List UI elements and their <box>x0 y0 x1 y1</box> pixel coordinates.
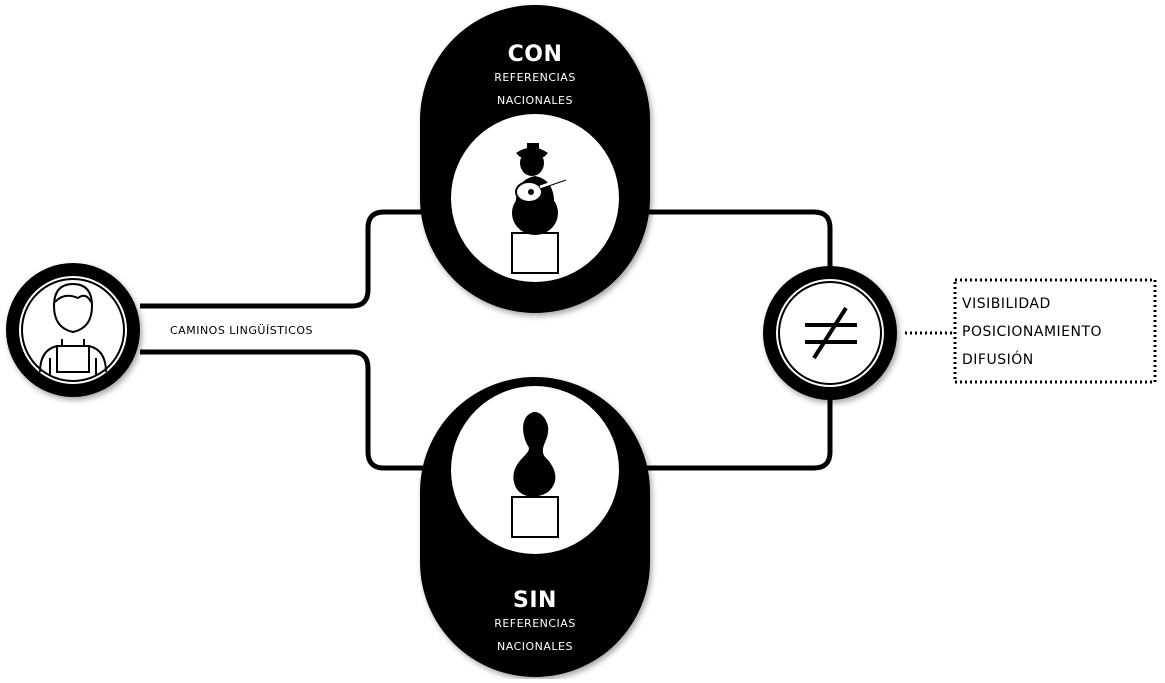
not-equal-icon <box>805 306 857 360</box>
sin-line2: NACIONALES <box>497 640 573 653</box>
outcome-item: VISIBILIDAD <box>962 296 1051 312</box>
sin-node <box>420 377 650 677</box>
person-icon <box>39 282 107 376</box>
con-node <box>420 5 650 313</box>
sin-title: SIN <box>513 588 557 613</box>
connector-lines <box>140 209 833 471</box>
paths-label: CAMINOS LINGÜÍSTICOS <box>170 324 313 337</box>
user-node <box>6 263 140 397</box>
outcomes-box <box>953 278 1157 384</box>
sin-line1: REFERENCIAS <box>494 617 576 630</box>
guitar-player-statue-icon <box>511 143 567 274</box>
connector-user-to-con <box>140 209 440 309</box>
connector-user-to-sin <box>140 349 440 471</box>
con-line1: REFERENCIAS <box>494 71 576 84</box>
connector-sin-to-result <box>640 396 833 471</box>
outcome-item: POSICIONAMIENTO <box>962 324 1103 340</box>
abstract-statue-icon <box>511 411 559 538</box>
con-title: CON <box>507 42 563 67</box>
result-node <box>763 266 897 400</box>
con-line2: NACIONALES <box>497 94 573 107</box>
connector-con-to-result <box>640 209 833 270</box>
outcome-item: DIFUSIÓN <box>962 352 1034 368</box>
outcomes-list: VISIBILIDAD POSICIONAMIENTO DIFUSIÓN <box>962 290 1152 374</box>
